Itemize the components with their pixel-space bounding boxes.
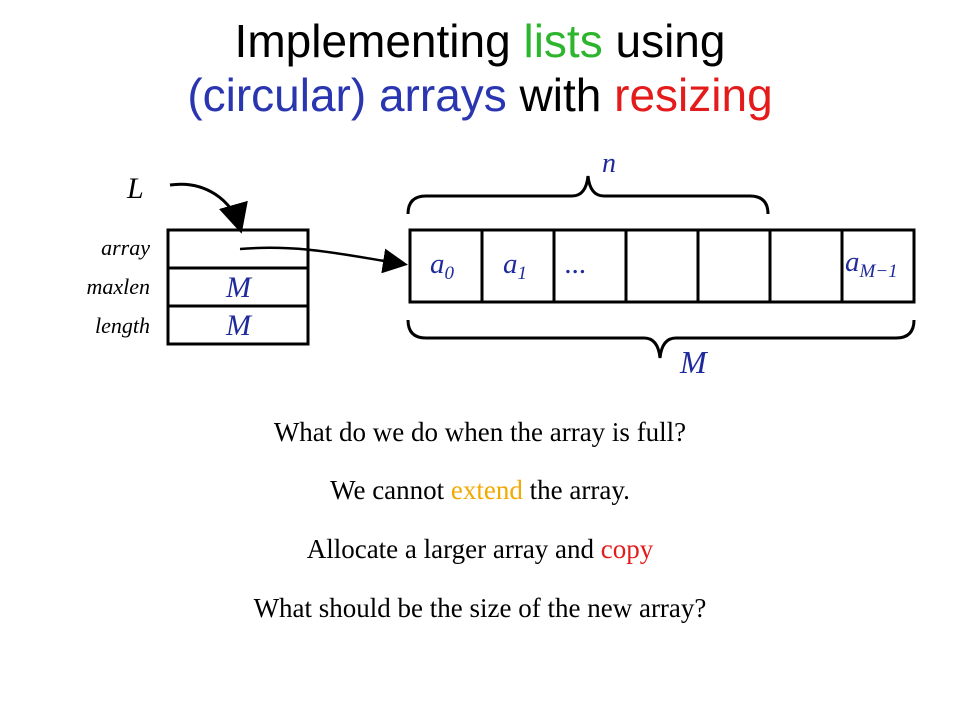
array-cell-4: [696, 228, 772, 304]
field-label-array: array: [101, 235, 150, 260]
s2-part-c: the array.: [522, 475, 630, 505]
cell-ellipsis: ...: [565, 248, 587, 280]
length-value: M: [226, 309, 251, 342]
brace-top-label-n: n: [602, 148, 616, 179]
title-lists: lists: [523, 15, 603, 67]
cell-last-label: aM−1: [845, 246, 898, 283]
cell-a0-sub: 0: [444, 263, 455, 284]
s3-copy: copy: [600, 534, 654, 564]
array-pointer-arrow: [239, 246, 408, 274]
cell-a1-base: a: [503, 248, 518, 280]
cell-a1-label: a1: [503, 248, 527, 285]
field-label-maxlen: maxlen: [86, 274, 150, 299]
array-cell-6: [840, 228, 916, 304]
slide-title: Implementing lists using (circular) arra…: [0, 14, 960, 122]
title-line-2: (circular) arrays with resizing: [0, 68, 960, 122]
field-label-length: length: [95, 313, 150, 338]
s2-extend: extend: [450, 475, 523, 505]
statement-allocate-copy: Allocate a larger array and copy: [0, 534, 960, 565]
cell-a1-sub: 1: [517, 263, 528, 284]
cell-a0-base: a: [430, 248, 445, 280]
array-cell-3: [624, 228, 700, 304]
pointer-arrow-L: [169, 182, 248, 234]
question-array-full: What do we do when the array is full?: [273, 417, 687, 447]
statement-cannot-extend: We cannot extend the array.: [0, 475, 960, 506]
cell-last-base: a: [845, 246, 860, 278]
title-with: with: [506, 69, 615, 121]
question-new-size: What should be the size of the new array…: [253, 593, 707, 623]
title-resizing: resizing: [614, 69, 773, 121]
title-using: using: [602, 15, 726, 67]
brace-top-n: [406, 175, 770, 215]
pointer-label-L: L: [127, 172, 144, 205]
cell-last-sub: M−1: [859, 261, 898, 282]
cell-a0-label: a0: [430, 248, 454, 285]
maxlen-value: M: [226, 271, 251, 304]
array-cell-5: [768, 228, 844, 304]
brace-bottom-label-M: M: [680, 344, 707, 380]
s2-part-a: We cannot: [330, 475, 451, 505]
s3-part-a: Allocate a larger array and: [306, 534, 601, 564]
struct-field-length: [166, 304, 310, 346]
title-circular-arrays: (circular) arrays: [187, 69, 507, 121]
title-implementing: Implementing: [234, 15, 524, 67]
brace-bottom-M: [406, 319, 916, 359]
title-line-1: Implementing lists using: [0, 14, 960, 68]
